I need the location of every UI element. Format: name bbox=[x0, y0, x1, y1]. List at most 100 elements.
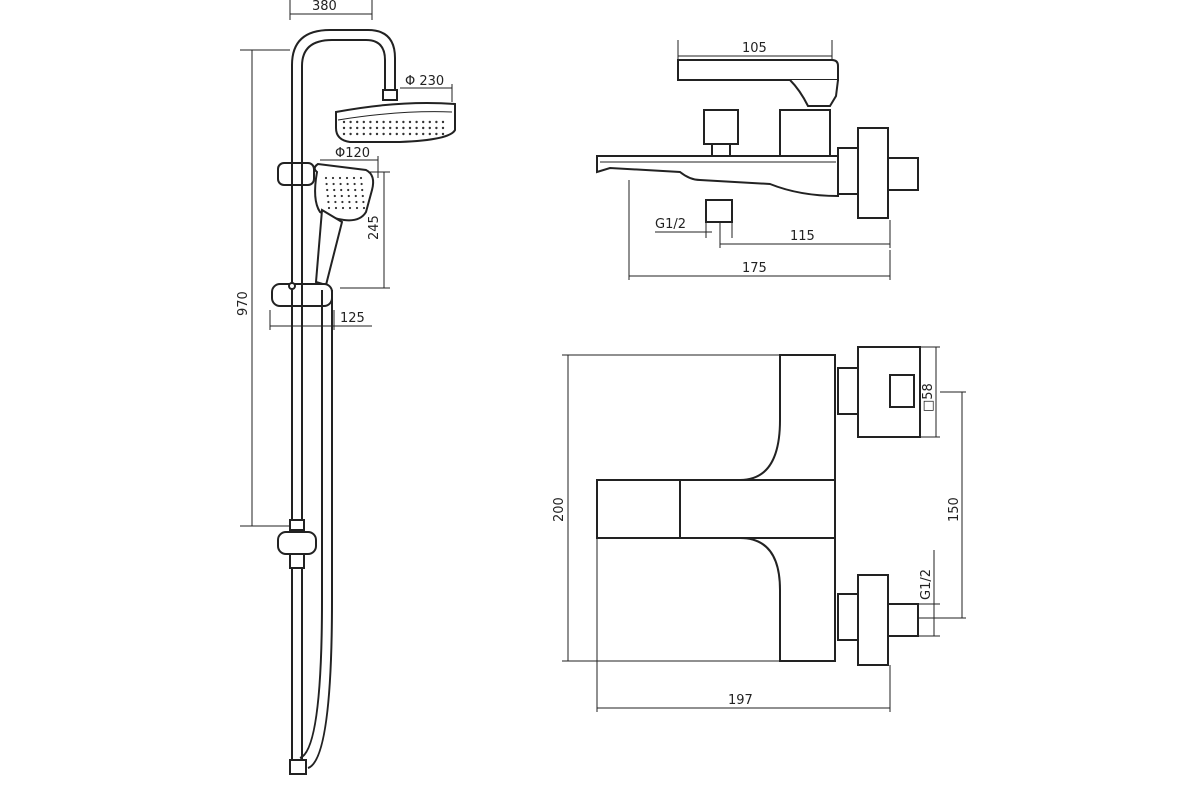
mixer-lever bbox=[677, 59, 839, 107]
nozzle-dot bbox=[359, 176, 363, 180]
nozzle-dot bbox=[415, 132, 418, 136]
dim-label-245: 245 bbox=[367, 215, 382, 240]
dimension-197: 197 bbox=[596, 538, 891, 712]
dim-label-970: 970 bbox=[236, 291, 251, 316]
nozzle-dot bbox=[349, 132, 352, 136]
dimension-105: 105 bbox=[677, 40, 833, 60]
nozzle-dot bbox=[342, 132, 346, 136]
nozzle-dot bbox=[435, 126, 438, 130]
top-connection-lower bbox=[837, 574, 919, 666]
nozzle-dot bbox=[428, 120, 431, 124]
hand-shower-holder bbox=[271, 282, 333, 307]
nozzle-dot bbox=[349, 120, 352, 124]
nozzle-dot bbox=[334, 200, 337, 204]
nozzle-dot bbox=[375, 120, 379, 124]
nozzle-dot bbox=[435, 132, 438, 136]
dim-label-phi230: Φ 230 bbox=[405, 74, 444, 89]
dim-label-115: 115 bbox=[790, 229, 815, 244]
dim-label-g12-side: G1/2 bbox=[655, 217, 686, 232]
nozzle-dot bbox=[354, 194, 357, 198]
nozzle-dot bbox=[354, 188, 357, 192]
nozzle-dot bbox=[345, 176, 349, 180]
nozzle-dot bbox=[435, 120, 438, 124]
dimension-58: □58 bbox=[920, 346, 940, 438]
dim-label-200: 200 bbox=[552, 497, 567, 522]
nozzle-dot bbox=[408, 120, 412, 124]
dim-label-125: 125 bbox=[340, 311, 365, 326]
dim-label-175: 175 bbox=[742, 261, 767, 276]
nozzle-dot bbox=[331, 176, 335, 180]
dim-label-phi120: Φ120 bbox=[335, 146, 370, 161]
nozzle-dot bbox=[348, 200, 351, 204]
nozzle-dot bbox=[422, 132, 425, 136]
nozzle-dot bbox=[408, 126, 412, 130]
dimension-115: 115 bbox=[719, 220, 891, 248]
mixer-top-body bbox=[596, 354, 836, 662]
nozzle-dot bbox=[362, 126, 365, 130]
dim-label-58: □58 bbox=[921, 383, 936, 412]
nozzle-dot bbox=[362, 206, 366, 210]
overhead-shower-head bbox=[335, 102, 456, 143]
dimension-150: 150 bbox=[918, 391, 966, 619]
dim-label-150: 150 bbox=[947, 497, 962, 522]
nozzle-dot bbox=[356, 126, 359, 130]
nozzle-dot bbox=[389, 132, 392, 136]
dim-label-380: 380 bbox=[312, 0, 337, 14]
nozzle-dot bbox=[428, 126, 431, 130]
nozzle-dot bbox=[441, 132, 445, 136]
nozzle-dot bbox=[334, 206, 338, 210]
nozzle-dot bbox=[339, 182, 342, 186]
nozzle-dot bbox=[395, 132, 398, 136]
nozzle-dot bbox=[428, 132, 431, 136]
dimension-245: 245 bbox=[340, 171, 390, 289]
nozzle-dot bbox=[324, 176, 328, 180]
mixer-body bbox=[703, 109, 831, 157]
nozzle-dot bbox=[325, 182, 328, 186]
dimension-g12-top: G1/2 bbox=[918, 550, 940, 637]
dimension-200: 200 bbox=[552, 354, 780, 662]
nozzle-dot bbox=[362, 200, 365, 204]
nozzle-dot bbox=[342, 126, 346, 130]
nozzle-dot bbox=[395, 126, 398, 130]
nozzle-dot bbox=[355, 200, 358, 204]
nozzle-dot bbox=[352, 176, 356, 180]
nozzle-dot bbox=[333, 188, 336, 192]
nozzle-dot bbox=[369, 126, 372, 130]
nozzle-dot bbox=[362, 120, 365, 124]
nozzle-dot bbox=[402, 120, 405, 124]
nozzle-dot bbox=[382, 132, 385, 136]
dim-label-g12-top: G1/2 bbox=[919, 569, 934, 600]
hand-shower bbox=[313, 162, 375, 287]
mixer-side-view: 105 G1/2 115 175 bbox=[596, 40, 919, 280]
nozzle-dot bbox=[362, 132, 365, 136]
nozzle-dot bbox=[342, 120, 346, 124]
shower-hose bbox=[289, 290, 333, 775]
nozzle-dot bbox=[338, 176, 342, 180]
nozzle-dot bbox=[341, 206, 345, 210]
dimension-phi230: Φ 230 bbox=[400, 74, 453, 102]
top-connection-upper bbox=[837, 346, 921, 438]
dim-label-197: 197 bbox=[728, 693, 753, 708]
nozzle-dot bbox=[361, 194, 364, 198]
nozzle-dot bbox=[402, 132, 405, 136]
nozzle-dot bbox=[415, 126, 418, 130]
nozzle-dot bbox=[340, 194, 343, 198]
diverter bbox=[277, 519, 317, 569]
dimension-g12-side: G1/2 bbox=[655, 217, 733, 238]
nozzle-dot bbox=[375, 126, 379, 130]
nozzle-dot bbox=[382, 126, 385, 130]
nozzle-dot bbox=[347, 194, 350, 198]
nozzle-dot bbox=[361, 188, 364, 192]
shower-arm bbox=[291, 29, 398, 101]
nozzle-dot bbox=[346, 182, 349, 186]
dim-label-105: 105 bbox=[742, 41, 767, 56]
dimension-380: 380 bbox=[289, 0, 373, 20]
nozzle-dot bbox=[408, 132, 412, 136]
nozzle-dot bbox=[389, 126, 392, 130]
dimension-175: 175 bbox=[628, 180, 891, 280]
nozzle-dot bbox=[422, 126, 425, 130]
nozzle-dot bbox=[369, 132, 372, 136]
dimension-970: 970 bbox=[236, 49, 290, 527]
nozzle-dot bbox=[441, 126, 445, 130]
